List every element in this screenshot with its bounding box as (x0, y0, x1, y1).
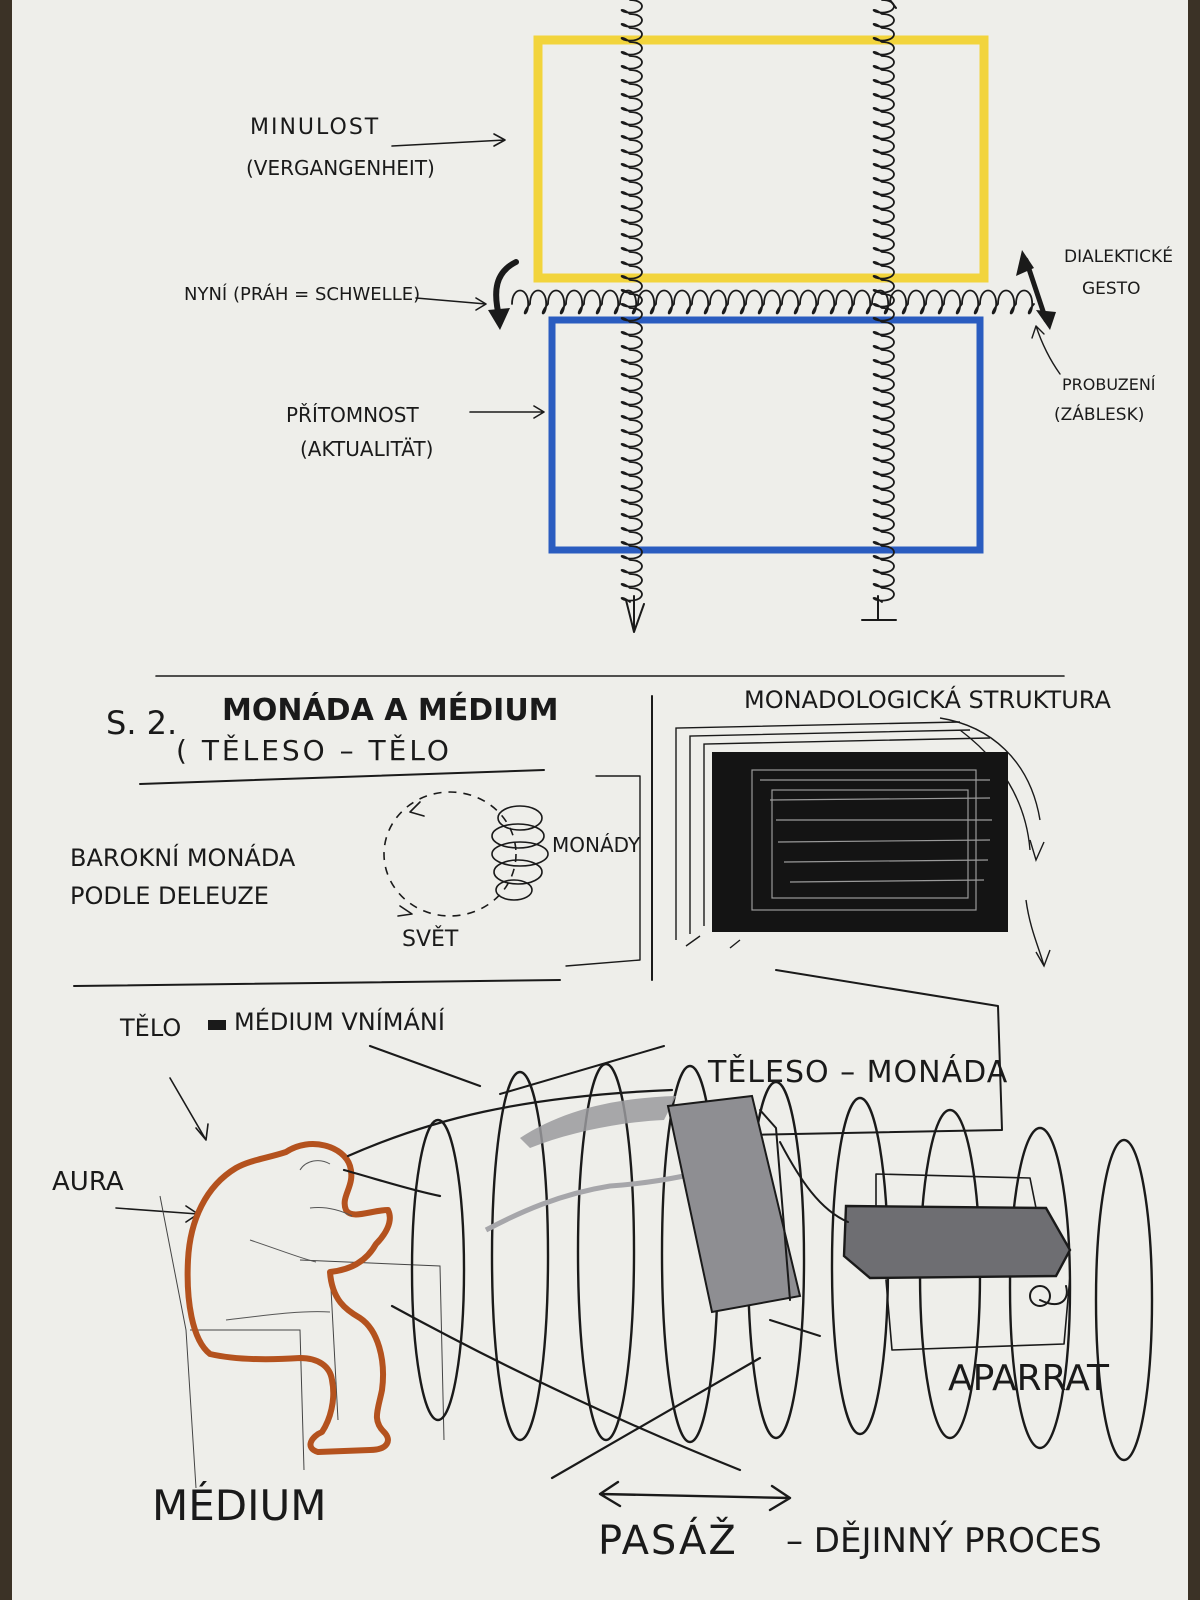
label-medium-vnimani: MÉDIUM VNÍMÁNÍ (234, 1007, 445, 1036)
label-dejinny-proces: – DĚJINNÝ PROCES (786, 1520, 1102, 1561)
arrow-telo-icon (169, 1077, 209, 1141)
horizontal-coil-threshold (511, 289, 1035, 315)
label-nyni: NYNÍ (PRÁH = SCHWELLE) (184, 283, 420, 305)
world-circle-dashed (383, 791, 517, 917)
arrow-probuzeni-icon (1031, 325, 1061, 375)
label-telo: TĚLO (119, 1013, 181, 1042)
label-medium: MÉDIUM (152, 1480, 326, 1530)
label-podle-deleuze: PODLE DELEUZE (70, 882, 269, 910)
arrow-pritomnost-icon (469, 405, 545, 419)
medium-figure-aura (184, 1141, 393, 1455)
divider-left-title-underline (139, 769, 545, 785)
vertical-coil-right (872, 0, 895, 603)
section-number: S. 2. (106, 704, 177, 742)
monitor-stand (759, 1109, 821, 1337)
perspective-lines (342, 1088, 762, 1480)
nested-frames (675, 717, 1051, 968)
label-svet: SVĚT (402, 926, 459, 952)
aparrat-box (875, 1173, 1071, 1351)
label-aparrat: APARRAT (948, 1358, 1110, 1399)
label-monady: MONÁDY (552, 833, 641, 857)
gray-light-beam (520, 1096, 676, 1148)
label-aura: AURA (52, 1167, 124, 1197)
arrow-minulost-icon (391, 133, 506, 147)
vertical-coil-left (620, 0, 643, 603)
label-minulost: MINULOST (250, 115, 380, 140)
label-dialekticke: DIALEKTICKÉ (1064, 245, 1173, 267)
line-vnimani (368, 1044, 482, 1088)
monad-room-inner-lines (751, 769, 992, 911)
gray-light-scribble (484, 1173, 685, 1233)
aparrat-device (842, 1204, 1072, 1280)
coil-right-top-arrow-icon (889, 0, 897, 9)
aparrat-cable (779, 1141, 1068, 1305)
figure-inner-sketch (225, 1160, 353, 1321)
divider-middle (73, 979, 561, 987)
structure-connector-line (689, 969, 1003, 1137)
monad-dark-room (712, 752, 1008, 932)
label-aktualitat: (AKTUALITÄT) (300, 437, 433, 461)
label-gesto: GESTO (1082, 279, 1140, 299)
curved-arrow-left-head (488, 308, 510, 330)
dialectic-arrow-head-bottom (1036, 310, 1056, 330)
label-teleso-monada: TĚLESO – MONÁDA (707, 1054, 1008, 1090)
world-circle-arrow-icon (409, 801, 425, 817)
label-monadologicka-struktura: MONADOLOGICKÁ STRUKTURA (744, 685, 1111, 714)
world-circle-arrow-bottom-icon (397, 905, 413, 917)
coil-right-base (861, 595, 897, 621)
section-title: MONÁDA A MÉDIUM (222, 692, 559, 728)
pasaz-double-arrow-icon (598, 1480, 792, 1512)
coil-left-arrow-icon (625, 595, 645, 633)
teleso-monitor (666, 1094, 802, 1314)
chair-sketch (159, 1195, 445, 1489)
monad-folds (491, 805, 549, 901)
label-pritomnost: PŘÍTOMNOST (286, 403, 419, 427)
label-vergangenheit: (VERGANGENHEIT) (246, 156, 435, 180)
line-vnimani-2 (499, 1045, 665, 1095)
present-box-blue (548, 316, 984, 554)
telo-dash-mark (208, 1020, 226, 1030)
aparrat-knob (1029, 1285, 1051, 1307)
dialectic-arrow-head-top (1016, 250, 1034, 276)
section-subtitle: ( TĚLESO – TĚLO (176, 733, 452, 767)
label-barokni-monada: BAROKNÍ MONÁDA (70, 843, 296, 872)
arrow-nyni-icon (415, 297, 487, 311)
label-pasaz: PASÁŽ (598, 1516, 738, 1564)
structure-side-line (565, 775, 641, 967)
past-box-yellow (533, 35, 989, 283)
label-probuzeni: PROBUZENÍ (1062, 375, 1156, 394)
label-zablesk: (ZÁBLESK) (1054, 403, 1144, 425)
